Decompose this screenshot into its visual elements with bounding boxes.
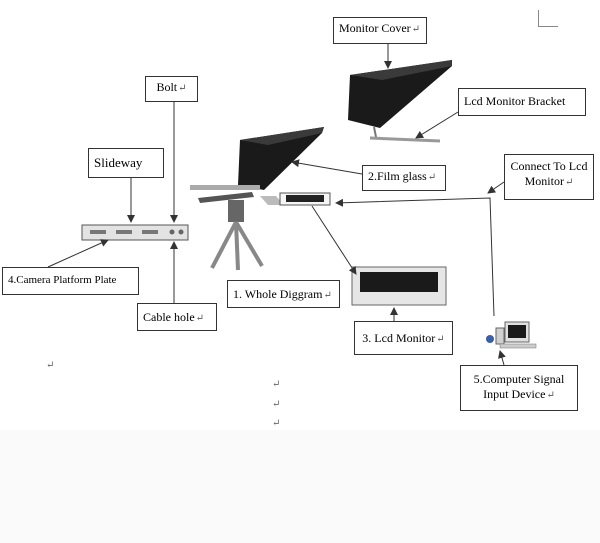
paragraph-mark: ↵: [272, 379, 281, 390]
paragraph-mark: ↵: [564, 177, 574, 188]
paragraph-mark: ↵: [546, 390, 555, 401]
label-bolt: Bolt↵: [145, 76, 198, 102]
paragraph-mark: ↵: [436, 334, 445, 345]
paragraph-mark: ↵: [272, 399, 281, 410]
label-connect-to-lcd-monitor: Connect To Lcd Monitor↵: [504, 154, 594, 200]
slideway-rail: [81, 224, 189, 241]
label-lcd-monitor-bracket: Lcd Monitor Bracket: [458, 88, 586, 116]
arrow-camera-platform-plate: [47, 239, 109, 268]
label-whole-diagram: 1. Whole Diggram↵: [227, 280, 340, 308]
paragraph-mark: ↵: [195, 313, 205, 324]
arrow-computer-device: [498, 350, 506, 366]
label-cable-hole: Cable hole↵: [137, 303, 217, 331]
bolt-text: Bolt: [156, 80, 178, 94]
paragraph-mark: ↵: [46, 360, 55, 371]
lcd-monitor-image: [351, 266, 447, 306]
paragraph-mark: ↵: [427, 172, 437, 183]
computer-signal-input-device-text: 5.Computer Signal Input Device: [473, 372, 565, 401]
label-monitor-cover: Monitor Cover↵: [333, 17, 427, 44]
label-slideway: Slideway: [88, 148, 164, 178]
page-corner-mark: [538, 10, 558, 27]
paragraph-mark: ↵: [411, 24, 421, 35]
label-computer-signal-input-device: 5.Computer Signal Input Device↵: [460, 365, 578, 411]
label-film-glass: 2.Film glass↵: [362, 165, 446, 191]
whole-diagram-text: 1. Whole Diggram: [233, 287, 323, 301]
lcd-monitor-text: 3. Lcd Monitor: [362, 331, 436, 345]
whole-diagram-image: [190, 127, 331, 271]
arrow-lcd-monitor: [311, 205, 357, 275]
arrow-film-glass: [291, 159, 363, 175]
arrow-signal-cable: [335, 197, 495, 317]
paragraph-mark: ↵: [323, 290, 332, 301]
lcd-monitor-bracket-text: Lcd Monitor Bracket: [464, 94, 566, 108]
monitor-cover-text: Monitor Cover: [339, 21, 411, 35]
label-camera-platform-plate: 4.Camera Platform Plate: [2, 267, 139, 295]
monitor-cover-image: [348, 60, 452, 143]
cable-hole-text: Cable hole: [143, 310, 195, 324]
leader-lines: [47, 44, 506, 366]
paragraph-mark: ↵: [178, 83, 187, 94]
film-glass-text: 2.Film glass: [368, 169, 427, 183]
camera-platform-plate-text: 4.Camera Platform Plate: [8, 274, 117, 286]
arrow-connect-to-lcd: [487, 181, 505, 194]
arrow-lcd-monitor-bracket: [415, 111, 459, 139]
label-lcd-monitor: 3. Lcd Monitor↵: [354, 321, 453, 355]
computer-device-image: [486, 321, 537, 349]
slideway-text: Slideway: [94, 155, 143, 170]
connect-to-lcd-monitor-text: Connect To Lcd Monitor: [510, 159, 588, 188]
paragraph-mark: ↵: [272, 418, 281, 429]
